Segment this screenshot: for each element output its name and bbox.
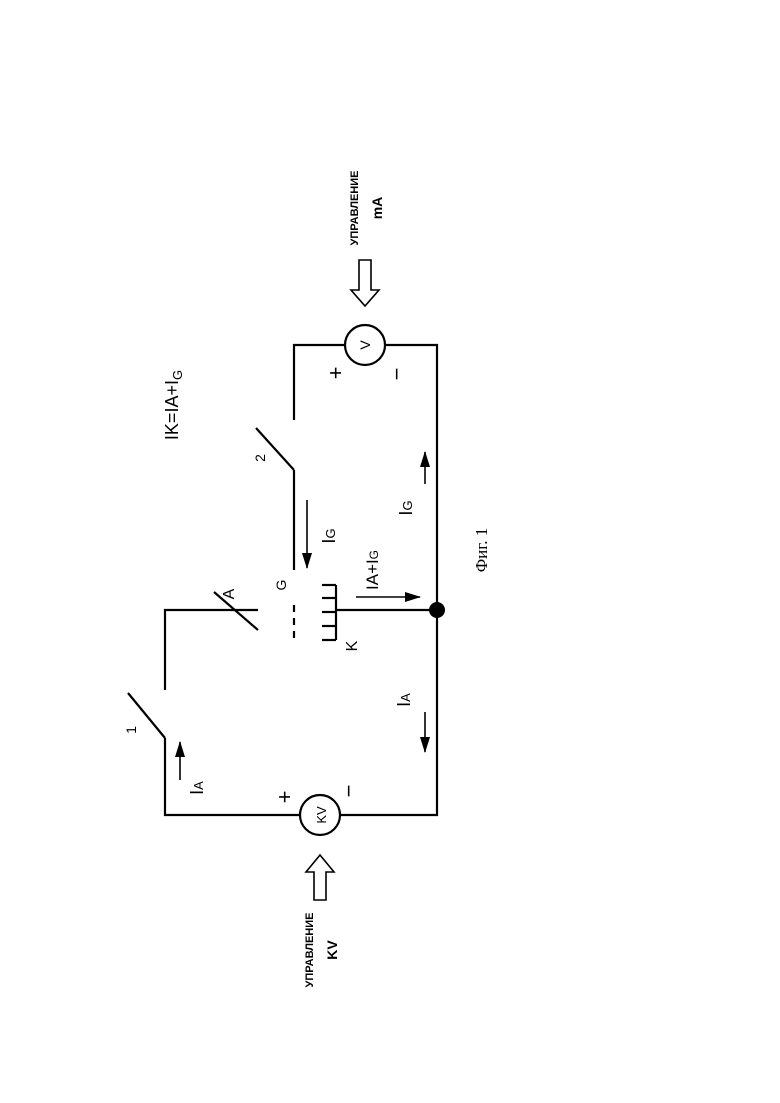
ma-control-line2: mA [369,197,385,220]
anode-label: A [221,588,238,599]
switch-2-label: 2 [252,454,268,462]
source-kv: KV [300,795,340,835]
source-v: V [345,325,385,365]
label-iaig: IA+IG [363,550,382,590]
kv-control-line2: KV [324,940,340,960]
label-ia-top: IA [187,781,207,795]
figure-caption: Фиг. 1 [472,528,491,573]
v-plus-sign: + [323,367,348,380]
formula: IK=IA+IG [162,370,185,440]
cathode-comb [322,585,336,640]
ma-control-line1: УПРАВЛЕНИЕ [349,171,361,246]
label-ia-bottom: IA [394,693,414,707]
wire-return [340,345,437,815]
wire-anode [165,610,258,690]
kv-minus-sign: − [336,785,361,798]
kv-plus-sign: + [272,791,297,804]
ma-control-arrow-icon [351,260,379,306]
wire-v-plus [294,345,345,420]
v-minus-sign: − [384,368,409,381]
cathode-label: K [344,640,361,651]
switch-2-blade [256,428,294,470]
label-ig-return: IG [396,500,416,515]
kv-control-arrow-icon [306,855,334,900]
switch-1-label: 1 [123,726,139,734]
kv-control-line1: УПРАВЛЕНИЕ [304,913,316,988]
label-ig-grid: IG [319,528,339,543]
kv-symbol: KV [314,806,329,824]
grid-label: G [273,580,289,591]
junction-dot [429,602,445,618]
v-symbol: V [357,340,373,350]
